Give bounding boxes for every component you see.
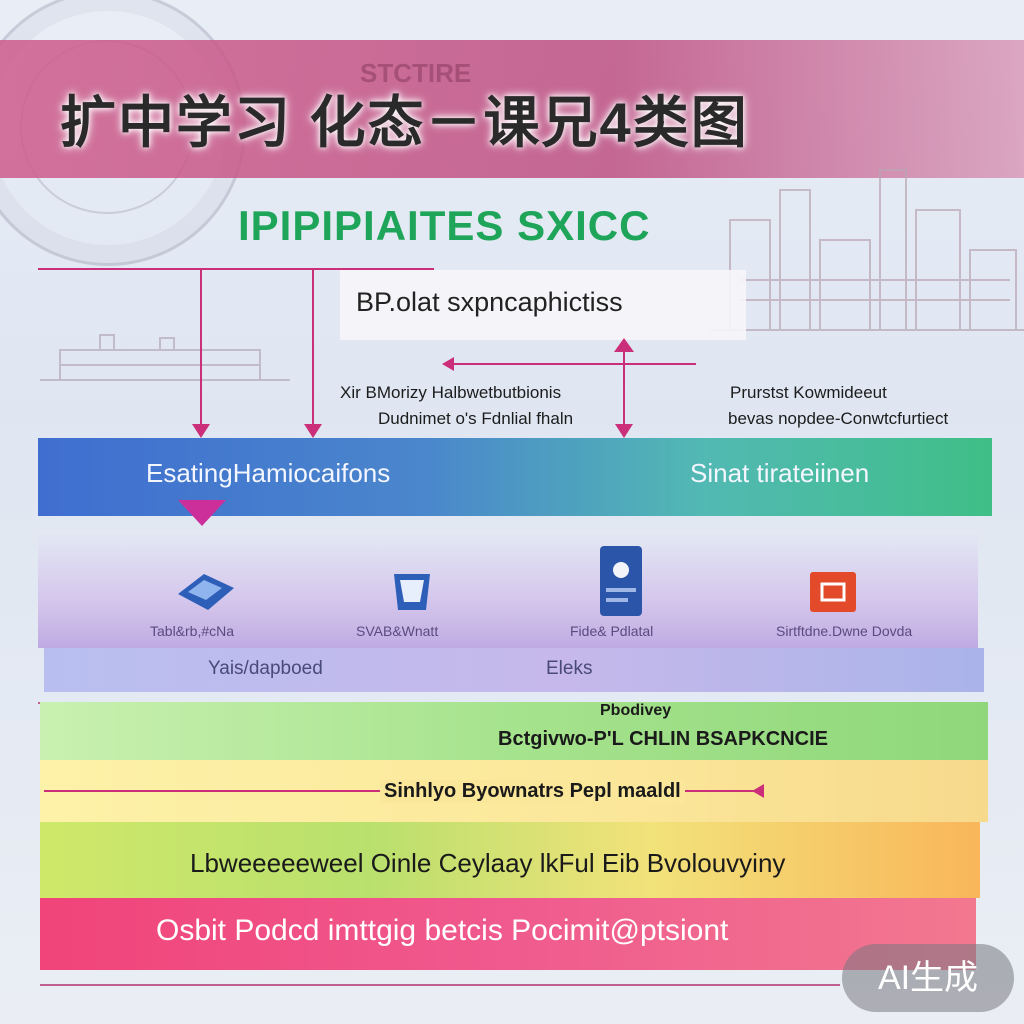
scanner-icon — [178, 574, 234, 610]
right-label-line-2: bevas nopdee-Conwtcfurtiect — [728, 409, 949, 428]
icon-label-2: SVAB&Wnatt — [356, 623, 439, 639]
left-label-line-2: Dudnimet o's Fdnlial fhaln — [378, 409, 574, 428]
output-right-label: Eleks — [546, 658, 593, 679]
bottom-divider-line — [40, 984, 840, 986]
right-label-line-1: Prurstst Kowmideeut — [730, 383, 887, 402]
icon-label-3: Fide& Pdlatal — [570, 623, 654, 639]
box-icon — [810, 572, 856, 612]
factory-illustration — [40, 334, 290, 381]
band-right-label: Sinat tirateiinen — [690, 458, 870, 488]
page-title: 扩中学习 化态－课兄4类图 — [60, 91, 749, 154]
pointer-triangle-icon — [178, 500, 226, 526]
pouch-icon — [394, 574, 430, 610]
arrow-down-icon — [304, 424, 322, 438]
connector-vertical-1 — [200, 268, 202, 426]
arrow-left-icon — [752, 784, 764, 798]
lime-layer — [40, 822, 980, 898]
icon-label-4: Sirtftdne.Dwne Dovda — [776, 623, 913, 639]
analysis-label: BP.olat sxpncaphictiss — [356, 287, 623, 317]
arrow-left-icon — [442, 357, 454, 371]
diagram-subtitle: IPIPIPIAITES SXICC — [238, 202, 651, 249]
green-layer — [40, 702, 988, 760]
arrow-down-icon — [192, 424, 210, 438]
output-left-label: Yais/dapboed — [208, 658, 323, 679]
title-ghost-text: STCTIRE — [360, 58, 472, 88]
green-layer-title: Pbodivey — [600, 702, 672, 719]
arrow-down-icon — [615, 424, 633, 438]
icon-label-1: Tabl&rb,#cNa — [150, 623, 235, 639]
city-skyline-illustration — [710, 169, 1024, 331]
analysis-box — [340, 270, 746, 340]
card-icon — [600, 546, 642, 616]
output-band — [44, 648, 984, 692]
pink-layer-label: Osbit Podcd imttgig betcis Pocimit@ptsio… — [156, 914, 729, 947]
band-left-label: EsatingHamiocaifons — [146, 458, 391, 488]
connector-vertical-2 — [312, 268, 314, 426]
lime-layer-label: Lbweeeeeweel Oinle Ceylaay lkFul Eib Bvo… — [190, 848, 786, 878]
ai-generated-badge: AI生成 — [842, 944, 1014, 1012]
arrow-up-icon — [614, 338, 634, 352]
green-layer-label: Bctgivwo-P'L CHLIN BSAPKCNCIE — [498, 728, 828, 750]
title-band — [0, 40, 1024, 178]
top-connector-line — [38, 268, 434, 270]
left-label-line-1: Xir BMorizy Halbwetbutbionis — [340, 383, 562, 402]
mid-connector-line — [446, 363, 696, 365]
pink-layer — [40, 898, 976, 970]
connector-vertical-3 — [623, 340, 625, 426]
yellow-layer-label: Sinhlyo Byownatrs Pepl maaldl — [380, 780, 685, 803]
